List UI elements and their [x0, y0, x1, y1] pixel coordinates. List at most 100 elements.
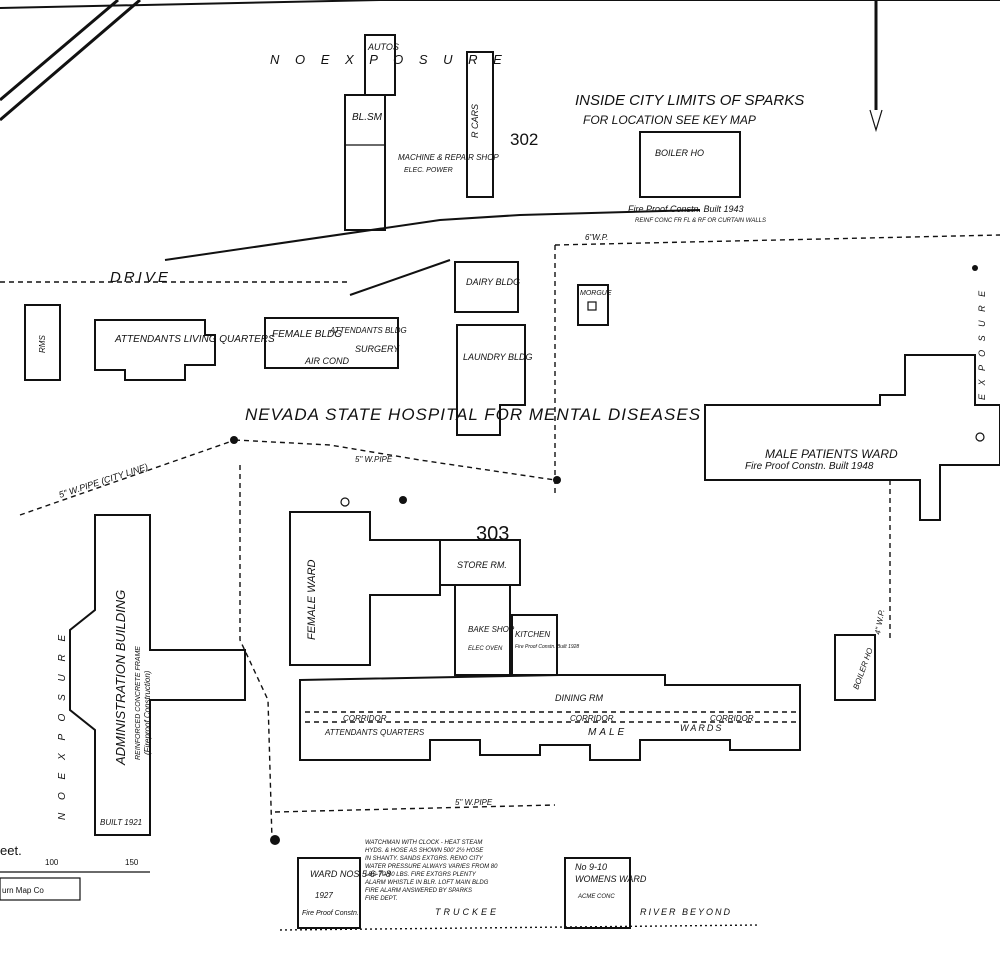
corridor-left-label: CORRIDOR — [343, 714, 387, 723]
ward-fp: Fire Proof Constn. — [302, 910, 359, 917]
railroad-boundary-inner — [0, 0, 119, 102]
boiler-house-bottom — [834, 634, 876, 701]
administration-building — [69, 514, 246, 836]
attendants-living-label1: ATTENDANTS LIVING QUARTERS — [114, 334, 275, 345]
river-line — [279, 924, 761, 931]
drive-label: DRIVE — [110, 269, 171, 286]
railroad-boundary — [0, 0, 141, 122]
hydrant — [553, 476, 561, 484]
laundry-building — [456, 324, 526, 436]
boiler-fire-proof: Fire Proof Constn. Built 1943 — [628, 204, 744, 214]
boiler-reinf-note: REINF CONC FR FL & RF OR CURTAIN WALLS — [635, 218, 766, 224]
city-limits-label: INSIDE CITY LIMITS OF SPARKS — [575, 92, 804, 109]
water-pipe-city-line — [19, 439, 236, 516]
note-7: FIRE ALARM ANSWERED BY SPARKS — [365, 888, 472, 894]
attendants-bldg-label: ATTENDANTS BLDG — [329, 326, 407, 335]
male-patients-label: MALE PATIENTS WARD — [765, 447, 898, 461]
boiler-bottom-label: BOILER HO — [851, 647, 874, 691]
rms-label: RMS — [38, 335, 47, 353]
morgue-label: MORGUE — [580, 290, 612, 297]
ward-5678 — [297, 857, 361, 929]
hydrant — [399, 496, 407, 504]
womens-ward-no: No 9-10 — [575, 862, 607, 872]
boiler-top-label: BOILER HO — [655, 148, 704, 158]
store-room-label: STORE RM. — [457, 560, 507, 570]
admin-sub1: REINFORCED CONCRETE FRAME — [135, 646, 142, 760]
admin-label: ADMINISTRATION BUILDING — [113, 590, 128, 766]
laundry-label: LAUNDRY BLDG — [463, 352, 533, 362]
hydrant — [972, 265, 978, 271]
blacksmith-label: BL.SM — [352, 112, 383, 123]
ward-built: 1927 — [315, 891, 333, 900]
property-line — [0, 0, 381, 9]
admin-built: BUILT 1921 — [100, 818, 142, 827]
cars-shed — [466, 51, 494, 198]
water-pipe-bottom — [274, 804, 556, 813]
morgue-inner — [587, 301, 597, 311]
block-number-303: 303 — [476, 523, 509, 545]
river-beyond-label: RIVER BEYOND — [640, 907, 732, 917]
pipe-city-line-label: 5" W.PIPE (CITY LINE) — [58, 462, 150, 500]
corridor-mid-label: CORRIDOR — [570, 714, 614, 723]
key-map-label: FOR LOCATION SEE KEY MAP — [583, 113, 756, 127]
road-line — [349, 259, 451, 296]
truckee-label: TRUCKEE — [435, 907, 499, 917]
publisher-box — [0, 877, 81, 901]
dairy-building — [454, 261, 519, 313]
note-watchman: WATCHMAN WITH CLOCK - HEAT STEAM — [365, 840, 482, 846]
attendants-quarters-label: ATTENDANTS QUARTERS — [324, 728, 425, 737]
blacksmith-building — [344, 94, 386, 231]
female-ward — [289, 511, 441, 666]
north-arrow-tip — [869, 109, 883, 133]
bake-shop-label: BAKE SHOP — [468, 625, 515, 634]
hydrant — [975, 432, 985, 442]
main-ward-complex — [299, 674, 801, 761]
hydrant — [230, 436, 238, 444]
womens-ward — [564, 857, 631, 929]
pipe-right-label: 6"W.P. — [585, 233, 608, 242]
female-ward-label: FEMALE WARD — [306, 559, 318, 640]
machine-repair-label: MACHINE & REPAIR SHOP — [398, 153, 499, 162]
dining-label: DINING RM — [555, 693, 604, 703]
elec-power-label: ELEC. POWER — [404, 167, 453, 174]
male-patients-ward — [704, 354, 1000, 521]
note-8: FIRE DEPT. — [365, 896, 398, 902]
ward-nos-label: WARD NOS 5-6-7-8 — [310, 869, 391, 879]
street-fragment: eet. — [0, 843, 22, 858]
male-label: MALE — [588, 727, 627, 738]
no-exposure-top: N O E X P O S U R E — [270, 52, 508, 67]
admin-sub2: (Fireproof Construction) — [143, 670, 152, 755]
surgery-label: SURGERY — [355, 344, 400, 354]
pipe-5in-label: 5" W.PIPE — [355, 455, 393, 464]
dairy-label: DAIRY BLDG — [466, 277, 520, 287]
water-pipe-right — [554, 234, 1000, 246]
rms-building — [24, 304, 61, 381]
track-line — [164, 209, 701, 261]
no-exposure-left: N O E X P O S U R E — [57, 630, 68, 820]
note-3: IN SHANTY. SANDS EXTGRS. RENO CITY — [365, 856, 484, 862]
female-bldg-label: FEMALE BLDG — [272, 329, 342, 340]
exposure-right: E X P O S U R E — [977, 288, 987, 400]
elec-oven-label: ELEC OVEN — [468, 646, 503, 652]
hydrant — [340, 497, 350, 507]
attendants-living-building — [94, 319, 216, 381]
morgue-building — [577, 284, 609, 326]
womens-ward-label: WOMENS WARD — [575, 874, 647, 884]
pipe-vertical-left — [239, 465, 273, 841]
acme-conc: ACME CONC — [577, 894, 615, 900]
kitchen-fp: Fire Proof Constn. Built 1928 — [515, 644, 579, 650]
air-cond-label: AIR COND — [304, 356, 350, 366]
publisher-label: urn Map Co — [2, 886, 44, 895]
scale-100: 100 — [45, 858, 59, 867]
kitchen-label: KITCHEN — [515, 630, 550, 639]
water-pipe-5in — [234, 439, 556, 481]
bake-shop — [454, 584, 511, 676]
male-patients-fp: Fire Proof Constn. Built 1948 — [745, 461, 874, 472]
cars-label: R CARS — [470, 104, 480, 138]
pipe-4in-label: 4" W.P. — [873, 609, 886, 636]
female-attendants-building — [264, 317, 399, 369]
pipe-bottom-label: 5" W.PIPE — [455, 798, 493, 807]
hospital-title: NEVADA STATE HOSPITAL FOR MENTAL DISEASE… — [245, 405, 701, 424]
autos-label: AUTOS — [367, 42, 399, 52]
